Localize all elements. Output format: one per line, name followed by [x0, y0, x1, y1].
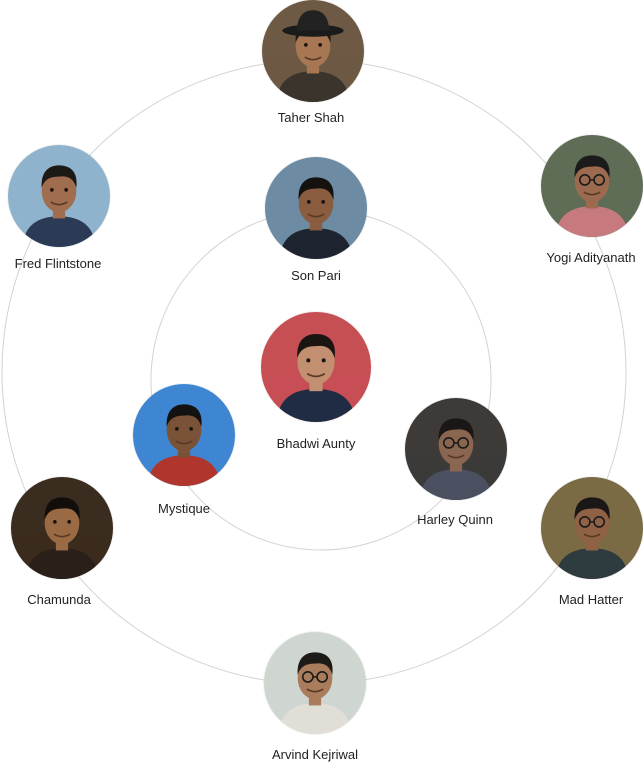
portrait-photo [541, 135, 643, 237]
avatar[interactable] [541, 135, 643, 237]
eye [304, 43, 308, 47]
shoulders [555, 548, 629, 579]
hair [298, 177, 334, 200]
smile [583, 533, 601, 538]
member-name[interactable]: Yogi Adityanath [546, 250, 636, 265]
portrait-photo [405, 398, 507, 500]
hair [44, 497, 80, 520]
eye [307, 200, 311, 204]
eye [175, 427, 179, 431]
shoulders [25, 548, 99, 579]
avatar[interactable] [265, 157, 367, 259]
glasses-icon [457, 436, 470, 449]
eye [53, 520, 57, 524]
avatar[interactable] [262, 0, 364, 102]
avatar[interactable] [541, 477, 643, 579]
hat-crown [296, 10, 330, 31]
smile [175, 440, 193, 445]
hair [297, 652, 333, 675]
portrait-photo [8, 145, 110, 247]
hair [41, 165, 77, 188]
eye [67, 520, 71, 524]
hair [438, 418, 474, 441]
shoulders [147, 455, 221, 486]
smile [306, 372, 326, 378]
face [297, 338, 335, 385]
smile [306, 688, 324, 693]
glasses-icon [301, 670, 314, 683]
eye [321, 358, 326, 363]
portrait-photo [262, 0, 364, 102]
member-name[interactable]: Fred Flintstone [14, 256, 102, 271]
avatar[interactable] [261, 312, 371, 422]
glasses-icon [442, 436, 455, 449]
smile [583, 191, 601, 196]
smile [307, 213, 325, 218]
shoulders [278, 703, 352, 734]
portrait-photo [11, 477, 113, 579]
portrait-photo [261, 312, 371, 422]
eye [321, 200, 325, 204]
avatar[interactable] [405, 398, 507, 500]
smile [304, 56, 322, 61]
hair [297, 334, 336, 359]
hair [574, 497, 610, 520]
face [41, 169, 77, 213]
portrait-photo [541, 477, 643, 579]
member-name[interactable]: Harley Quinn [417, 512, 493, 527]
face [574, 159, 610, 203]
member-name[interactable]: Bhadwi Aunty [276, 436, 356, 451]
shoulders [555, 206, 629, 237]
eye [318, 43, 322, 47]
portrait-photo [133, 384, 235, 486]
member-name[interactable]: Chamunda [27, 592, 91, 607]
member-name[interactable]: Mad Hatter [558, 592, 624, 607]
hair [166, 404, 202, 427]
face [166, 408, 202, 452]
face [44, 501, 80, 545]
smile [50, 201, 68, 206]
smile [53, 533, 71, 538]
member-name[interactable]: Mystique [157, 501, 211, 516]
portrait-photo [265, 157, 367, 259]
member-name[interactable]: Taher Shah [277, 110, 345, 125]
avatar[interactable] [11, 477, 113, 579]
eye [306, 358, 311, 363]
eye [64, 188, 68, 192]
shoulders [279, 228, 353, 259]
eye [189, 427, 193, 431]
portrait-photo [264, 632, 366, 734]
hair [574, 155, 610, 178]
face [438, 422, 474, 466]
member-name[interactable]: Son Pari [291, 268, 341, 283]
shoulders [22, 216, 96, 247]
shoulders [419, 469, 493, 500]
avatar[interactable] [133, 384, 235, 486]
face [574, 501, 610, 545]
face [297, 656, 333, 700]
avatar[interactable] [264, 632, 366, 734]
eye [50, 188, 54, 192]
face [298, 181, 334, 225]
smile [447, 454, 465, 459]
member-name[interactable]: Arvind Kejriwal [272, 747, 358, 762]
shoulders [276, 71, 350, 102]
shoulders [276, 389, 356, 422]
avatar[interactable] [8, 145, 110, 247]
glasses-icon [316, 670, 329, 683]
